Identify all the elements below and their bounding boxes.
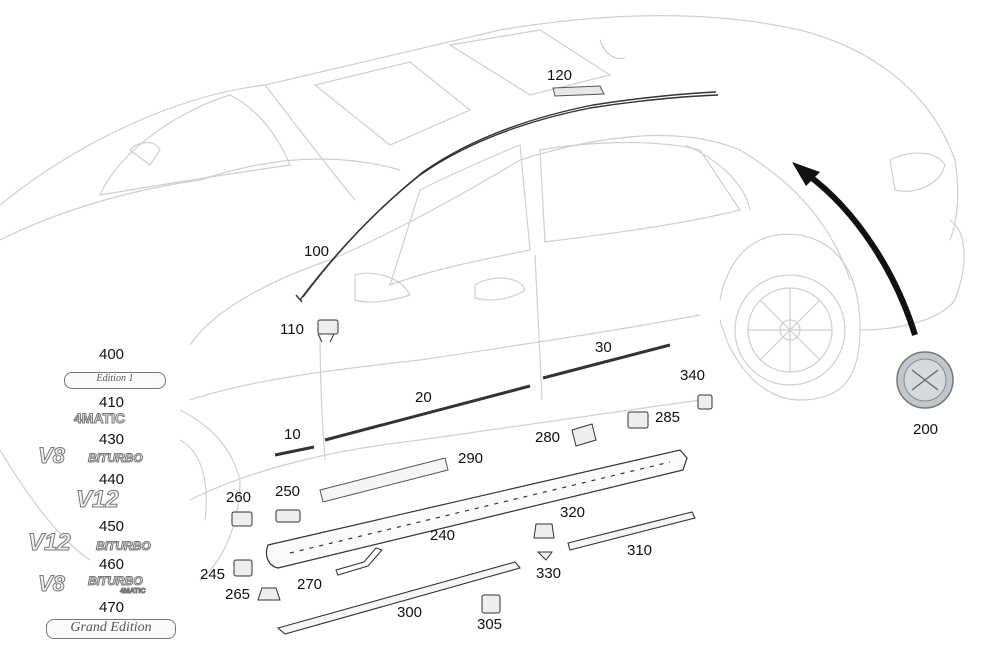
clip-110 bbox=[317, 319, 339, 343]
callout-290: 290 bbox=[458, 450, 484, 467]
trim-310 bbox=[567, 511, 696, 551]
emblem-200 bbox=[896, 351, 954, 409]
callout-20: 20 bbox=[415, 389, 432, 406]
roof-cover-120 bbox=[552, 85, 605, 97]
callout-330: 330 bbox=[536, 565, 562, 582]
clip-265 bbox=[257, 587, 281, 601]
clip-260 bbox=[231, 511, 253, 527]
bracket-270 bbox=[335, 547, 383, 576]
roof-trim-100 bbox=[295, 91, 719, 303]
door-trim-20 bbox=[324, 384, 531, 442]
callout-245: 245 bbox=[200, 566, 226, 583]
badge-v8-biturbo-v8: V8 bbox=[38, 571, 66, 596]
direction-arrow bbox=[792, 162, 918, 336]
callout-260: 260 bbox=[226, 489, 252, 506]
callout-30: 30 bbox=[595, 339, 612, 356]
callout-280: 280 bbox=[535, 429, 561, 446]
clip-330 bbox=[536, 551, 553, 561]
side-sill-240 bbox=[265, 449, 688, 569]
callout-110: 110 bbox=[280, 321, 304, 338]
callout-310: 310 bbox=[627, 542, 653, 559]
callout-270: 270 bbox=[297, 576, 323, 593]
clip-280 bbox=[571, 423, 597, 447]
callout-320: 320 bbox=[560, 504, 586, 521]
badge-v8-biturbo-4matic: 4MATIC bbox=[120, 588, 147, 596]
badge-v12-biturbo-text: BITURBO bbox=[96, 539, 152, 553]
strip-290 bbox=[319, 457, 449, 503]
callout-460: 460 bbox=[99, 556, 125, 573]
callout-340: 340 bbox=[680, 367, 706, 384]
callout-200: 200 bbox=[913, 421, 939, 438]
clip-340 bbox=[697, 394, 713, 410]
badge-4matic: 4MATIC bbox=[73, 410, 126, 426]
callout-250: 250 bbox=[275, 483, 301, 500]
badge-v12: V12 bbox=[76, 486, 120, 513]
badge-v8: V8 bbox=[38, 443, 66, 468]
callout-305: 305 bbox=[477, 616, 503, 633]
door-trim-10 bbox=[274, 445, 315, 457]
clip-250 bbox=[275, 509, 301, 523]
callout-450: 450 bbox=[99, 518, 125, 535]
callout-120: 120 bbox=[547, 67, 573, 84]
callout-285: 285 bbox=[655, 409, 681, 426]
callout-440: 440 bbox=[99, 471, 125, 488]
callout-300: 300 bbox=[397, 604, 423, 621]
callout-265: 265 bbox=[225, 586, 251, 603]
door-trim-30 bbox=[542, 343, 671, 380]
callout-410: 410 bbox=[99, 394, 125, 411]
callout-240: 240 bbox=[430, 527, 456, 544]
badge-v8-biturbo-text: BITURBO bbox=[88, 574, 144, 588]
clip-285 bbox=[627, 411, 649, 429]
badge-grand-edition: Grand Edition bbox=[46, 619, 176, 639]
clip-245 bbox=[233, 559, 253, 577]
badge-edition1: Edition 1 bbox=[64, 372, 166, 389]
badge-biturbo: BITURBO bbox=[88, 451, 144, 465]
callout-430: 430 bbox=[99, 431, 125, 448]
car-body-outline bbox=[0, 15, 965, 581]
callout-400: 400 bbox=[99, 346, 125, 363]
lower-trim-300 bbox=[276, 561, 521, 635]
badge-v12-biturbo-v12: V12 bbox=[28, 529, 72, 556]
callout-470: 470 bbox=[99, 599, 125, 616]
callout-100: 100 bbox=[304, 243, 330, 260]
callout-10: 10 bbox=[284, 426, 301, 443]
clip-305 bbox=[481, 594, 501, 614]
clip-320 bbox=[533, 523, 555, 539]
